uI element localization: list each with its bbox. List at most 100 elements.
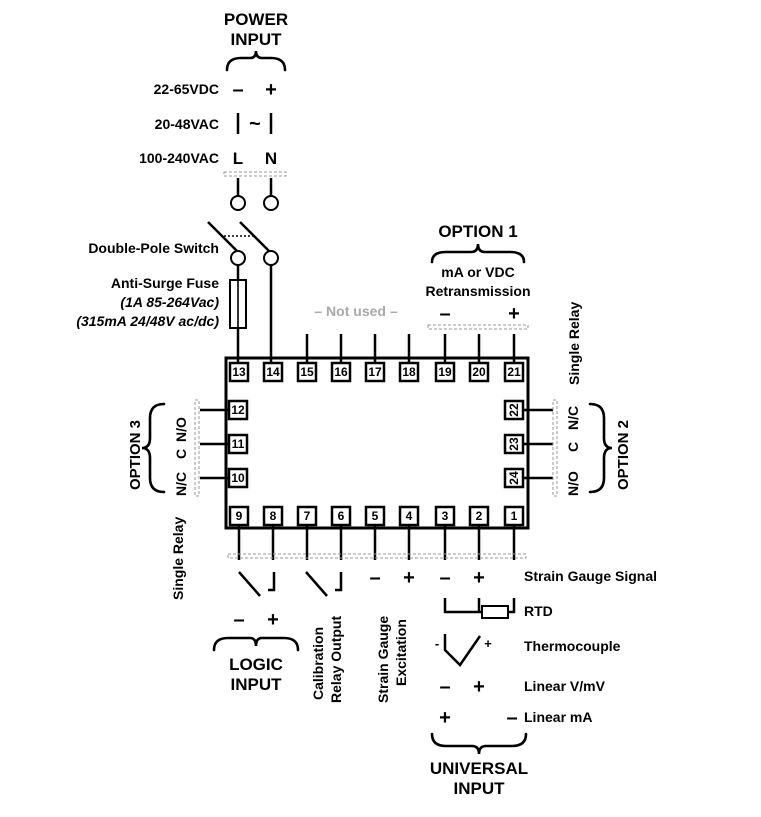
switch-blade-right (239, 221, 271, 253)
strain-excitation-section: – + Strain Gauge Excitation (369, 567, 414, 703)
logic-title-line2: INPUT (231, 675, 283, 694)
terminal-box-1 (503, 505, 525, 527)
option3-connector-dashes (194, 399, 200, 497)
calibration-line2: Relay Output (328, 616, 344, 703)
bottom-connector-dashes (227, 553, 527, 559)
terminal-box-8 (262, 505, 284, 527)
option3-c: C (173, 449, 189, 459)
terminal-box-20 (468, 361, 490, 383)
fuse-note-2: (315mA 24/48V ac/dc) (76, 313, 219, 329)
terminal-number-4: 4 (406, 509, 413, 523)
terminal-number-18: 18 (402, 365, 416, 379)
instrument-body (224, 356, 530, 530)
option2-no: N/O (565, 471, 581, 496)
option2-connector-dashes (552, 399, 558, 497)
terminal-box-15 (296, 361, 318, 383)
calibration-line1: Calibration (310, 627, 326, 700)
linv-label: Linear V/mV (524, 678, 606, 694)
option3-nc: N/C (173, 472, 189, 496)
tc-minus: - (435, 636, 439, 651)
ac-low-tilde: ~ (249, 113, 261, 135)
power-title-line2: INPUT (231, 30, 283, 49)
logic-input-section: – + LOGIC INPUT (212, 571, 300, 694)
option3-title: OPTION 3 (127, 420, 144, 490)
dc-minus: – (232, 79, 243, 101)
terminal-box-12 (227, 399, 249, 421)
dc-plus: + (265, 79, 277, 101)
excitation-line2: Excitation (393, 619, 409, 686)
not-used-label: – Not used – (314, 303, 397, 319)
signal-minus: – (439, 567, 450, 589)
terminal-box-23 (503, 433, 525, 455)
option1-minus: – (439, 303, 450, 325)
option2-brace (588, 402, 613, 494)
option1-single-relay: Single Relay (566, 302, 582, 385)
option3-brace (141, 402, 166, 494)
terminal-number-2: 2 (476, 509, 483, 523)
calibration-switch-blade (305, 571, 328, 597)
terminal-number-6: 6 (338, 509, 345, 523)
terminal-box-14 (262, 361, 284, 383)
tc-plus: + (484, 636, 492, 651)
terminal-number-11: 11 (232, 437, 245, 451)
terminal-box-24 (503, 467, 525, 489)
rtd-resistor (481, 605, 509, 619)
ac-high-label: 100-240VAC (139, 150, 219, 166)
logic-plus: + (267, 609, 279, 631)
terminal-box-16 (330, 361, 352, 383)
option1-section: OPTION 1 mA or VDC Retransmission – + Si… (425, 222, 582, 385)
rtd-wire-right (508, 598, 516, 614)
terminal-box-7 (296, 505, 318, 527)
switch-blade-left (207, 221, 239, 253)
terminal-box-11 (227, 433, 249, 455)
terminal-number-1: 1 (511, 509, 518, 523)
power-terminal-n (263, 195, 279, 211)
option1-title: OPTION 1 (438, 222, 517, 241)
linv-plus: + (473, 676, 485, 698)
universal-title-line1: UNIVERSAL (430, 759, 528, 778)
power-connector-dashes (223, 171, 287, 177)
signal-plus: + (473, 567, 485, 589)
power-input-section: POWER INPUT 22-65VDC – + 20-48VAC ~ 100-… (76, 10, 288, 362)
terminal-number-7: 7 (304, 509, 311, 523)
option1-plus: + (508, 303, 520, 325)
fuse-label: Anti-Surge Fuse (111, 275, 219, 291)
logic-switch-blade (238, 571, 261, 597)
tc-label: Thermocouple (524, 638, 621, 654)
option2-title: OPTION 2 (615, 420, 632, 490)
rtd-wire-left (443, 598, 482, 614)
calibration-relay-section: Calibration Relay Output (305, 571, 344, 703)
terminal-box-13 (228, 361, 250, 383)
terminal-number-12: 12 (231, 403, 245, 417)
switch-label: Double-Pole Switch (88, 240, 219, 256)
terminal-number-17: 17 (368, 365, 382, 379)
option2-nc: N/C (565, 406, 581, 430)
option3-no: N/O (173, 417, 189, 442)
rtd-label: RTD (524, 603, 553, 619)
terminal-box-4 (398, 505, 420, 527)
terminal-box-10 (227, 467, 249, 489)
linma-minus: – (506, 707, 517, 729)
terminal-number-24: 24 (507, 471, 521, 485)
terminal-number-22: 22 (507, 403, 521, 417)
universal-title-line2: INPUT (454, 779, 506, 798)
ac-high-l: L (233, 149, 243, 168)
logic-minus: – (233, 609, 244, 631)
power-title-line1: POWER (224, 10, 288, 29)
terminal-box-6 (330, 505, 352, 527)
terminal-number-10: 10 (231, 471, 245, 485)
terminal-box-21 (503, 361, 525, 383)
fuse-note-1: (1A 85-264Vac) (120, 294, 219, 310)
terminal-box-9 (228, 505, 250, 527)
dc-label: 22-65VDC (154, 81, 219, 97)
terminal-number-14: 14 (266, 365, 280, 379)
terminal-box-2 (468, 505, 490, 527)
terminal-number-19: 19 (438, 365, 452, 379)
calibration-switch-contact (335, 572, 343, 592)
thermocouple-junction (443, 634, 482, 667)
switch-terminal-left (230, 250, 246, 266)
excitation-plus: + (403, 567, 415, 589)
universal-input-section: – + Strain Gauge Signal RTD - + Thermoco… (430, 567, 657, 798)
